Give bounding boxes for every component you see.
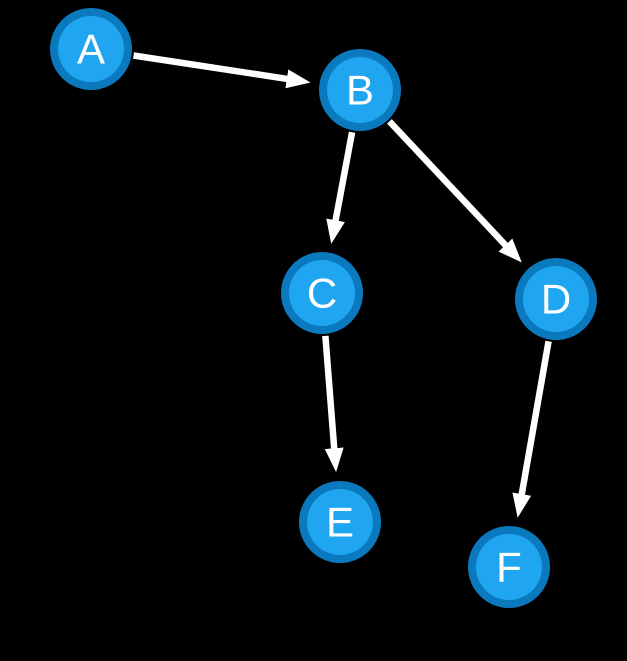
graph-edge-A-B: [133, 52, 311, 89]
graph-node-C[interactable]: C: [281, 252, 363, 334]
graph-edge-D-F: [512, 340, 552, 518]
node-label-D: D: [541, 276, 571, 323]
node-body: [58, 16, 124, 82]
node-body: [327, 57, 393, 123]
node-label-B: B: [346, 67, 374, 114]
node-body: [307, 489, 373, 555]
node-label-E: E: [326, 499, 354, 546]
graph-node-A[interactable]: A: [50, 8, 132, 90]
graph-node-B[interactable]: B: [319, 49, 401, 131]
node-body: [476, 534, 542, 600]
graph-node-E[interactable]: E: [299, 481, 381, 563]
node-label-A: A: [77, 26, 105, 73]
node-label-F: F: [496, 544, 522, 591]
node-body: [289, 260, 355, 326]
graph-edge-C-E: [322, 335, 344, 473]
graph-edge-B-D: [387, 119, 522, 263]
graph-node-D[interactable]: D: [515, 258, 597, 340]
node-label-C: C: [307, 270, 337, 317]
graph-node-F[interactable]: F: [468, 526, 550, 608]
node-body: [523, 266, 589, 332]
graph-edge-B-C: [326, 131, 356, 244]
